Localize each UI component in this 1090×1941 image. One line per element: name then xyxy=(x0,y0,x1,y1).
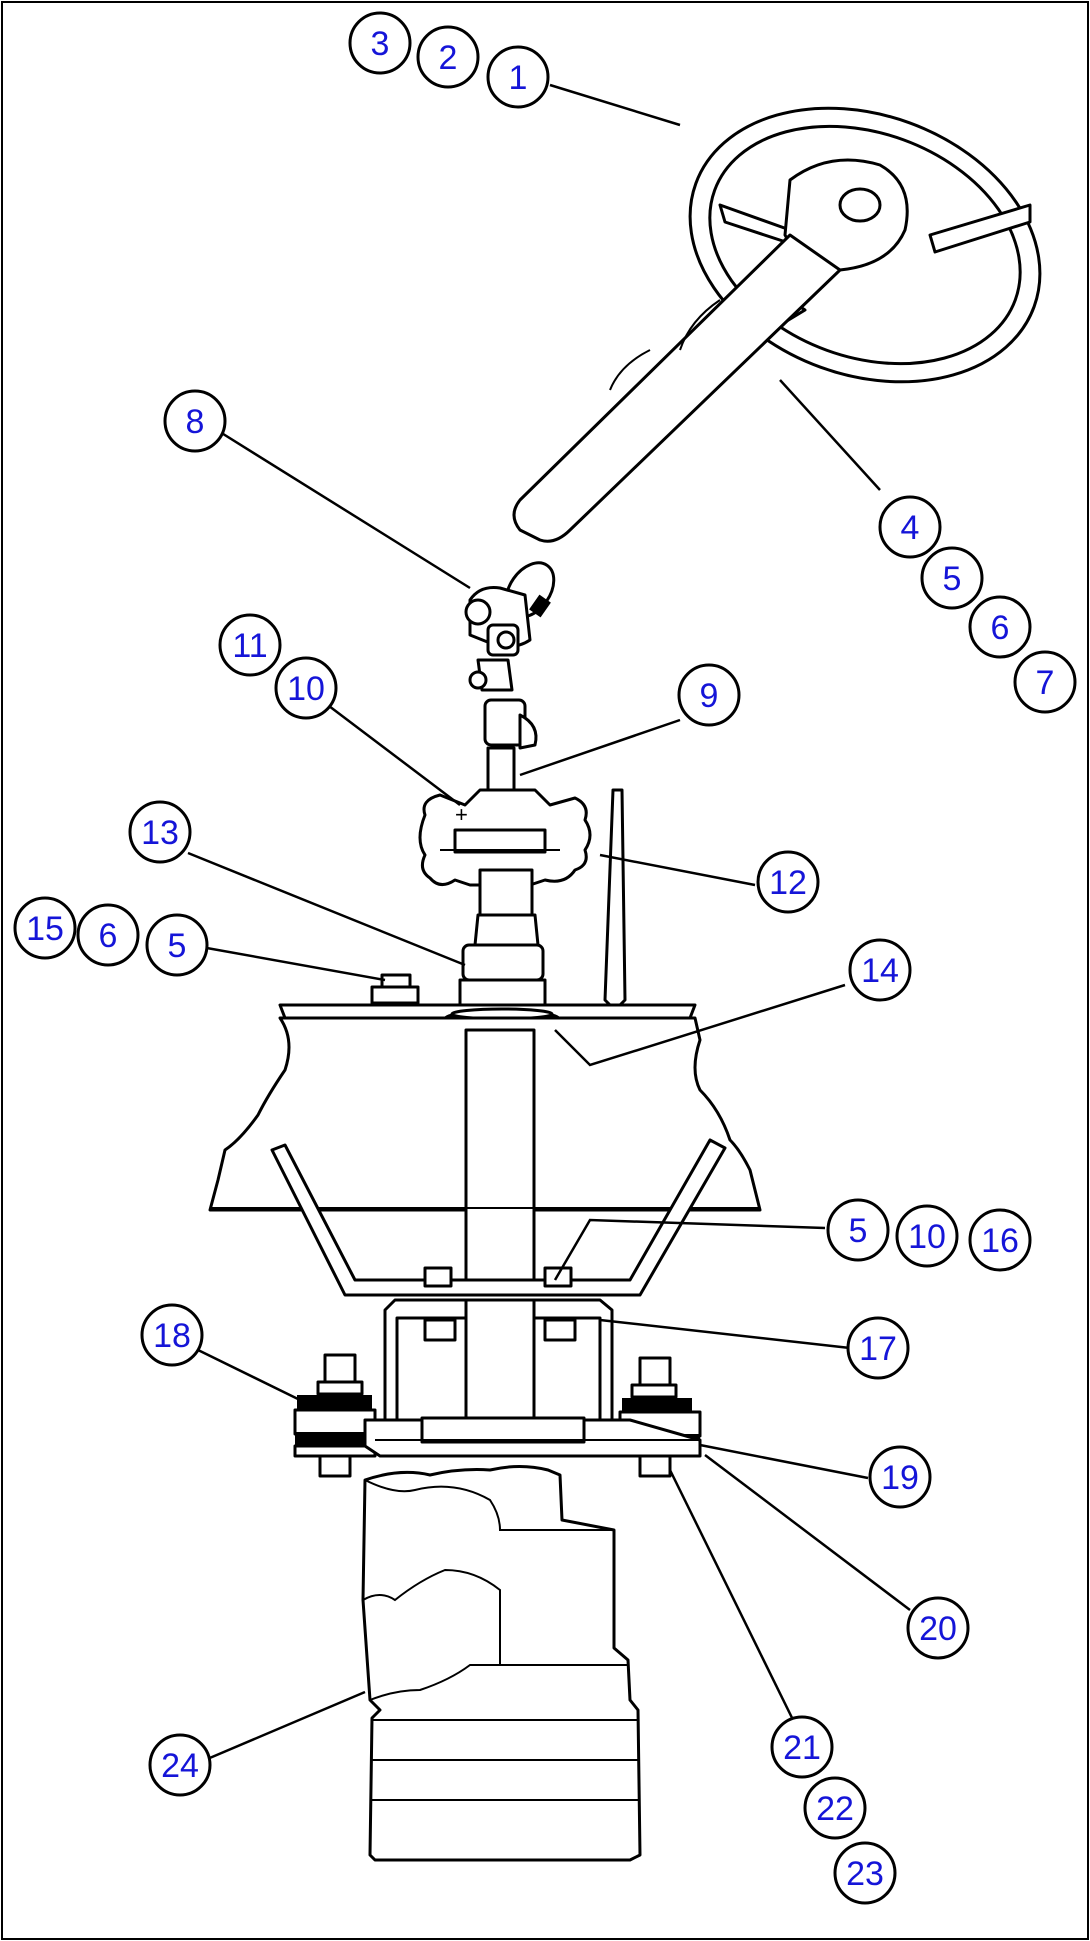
left-isolator xyxy=(293,1353,377,1478)
callout-label: 17 xyxy=(859,1330,897,1368)
callout-21: 21 xyxy=(770,1715,834,1779)
callout-label: 8 xyxy=(186,403,205,441)
callout-5: 5 xyxy=(145,913,209,977)
callout-6: 6 xyxy=(76,903,140,967)
v-bracket xyxy=(270,1138,727,1297)
callout-3: 3 xyxy=(348,11,412,75)
callout-10: 10 xyxy=(895,1204,959,1268)
callout-label: 9 xyxy=(700,677,719,715)
callout-17: 17 xyxy=(846,1316,910,1380)
callout-22: 22 xyxy=(803,1776,867,1840)
callout-label: 21 xyxy=(783,1729,821,1767)
callout-14: 14 xyxy=(848,938,912,1002)
callout-20: 20 xyxy=(906,1596,970,1660)
callout-4: 4 xyxy=(878,495,942,559)
callout-5: 5 xyxy=(826,1198,890,1262)
callout-label: 16 xyxy=(981,1222,1019,1260)
callout-label: 7 xyxy=(1036,664,1055,702)
callout-13: 13 xyxy=(128,800,192,864)
callout-label: 6 xyxy=(99,917,118,955)
callout-label: 22 xyxy=(816,1790,854,1828)
callout-label: 18 xyxy=(153,1317,191,1355)
control-valve: + xyxy=(418,788,592,887)
valve-lower-body xyxy=(458,868,547,1007)
callout-8: 8 xyxy=(163,389,227,453)
base-plate xyxy=(363,1416,702,1458)
callout-label: 2 xyxy=(439,39,458,77)
callout-label: 19 xyxy=(881,1459,919,1497)
universal-joint xyxy=(464,586,538,750)
callout-23: 23 xyxy=(833,1841,897,1905)
callout-label: 14 xyxy=(861,952,899,990)
mount-bolt xyxy=(370,973,420,1005)
callout-12: 12 xyxy=(756,850,820,914)
callout-label: 5 xyxy=(849,1212,868,1250)
callout-15: 15 xyxy=(13,896,77,960)
callout-label: 23 xyxy=(846,1855,884,1893)
callout-1: 1 xyxy=(486,45,550,109)
callout-label: 10 xyxy=(908,1218,946,1256)
callout-18: 18 xyxy=(140,1303,204,1367)
callout-10: 10 xyxy=(274,656,338,720)
right-isolator xyxy=(618,1356,702,1478)
callout-16: 16 xyxy=(968,1208,1032,1272)
callout-label: 3 xyxy=(371,25,390,63)
steering-unit xyxy=(361,1465,642,1862)
callout-7: 7 xyxy=(1013,650,1077,714)
callout-2: 2 xyxy=(416,25,480,89)
callout-24: 24 xyxy=(148,1733,212,1797)
callout-label: 5 xyxy=(168,927,187,965)
lower-mount-bracket xyxy=(383,1298,614,1422)
callout-label: 4 xyxy=(901,509,920,547)
svg-text:+: + xyxy=(455,802,468,827)
callout-label: 6 xyxy=(991,609,1010,647)
callout-label: 20 xyxy=(919,1610,957,1648)
callout-9: 9 xyxy=(677,663,741,727)
bracket xyxy=(603,788,627,1012)
callout-label: 15 xyxy=(26,910,64,948)
callout-label: 10 xyxy=(287,670,325,708)
callout-label: 13 xyxy=(141,814,179,852)
callout-19: 19 xyxy=(868,1445,932,1509)
callout-label: 11 xyxy=(232,627,267,665)
housing-cutaway xyxy=(208,1016,762,1282)
callout-label: 1 xyxy=(509,59,528,97)
callout-11: 11 xyxy=(218,613,282,677)
leader-lines xyxy=(187,83,911,1762)
callout-label: 24 xyxy=(161,1747,199,1785)
callout-label: 12 xyxy=(769,864,807,902)
callout-label: 5 xyxy=(943,560,962,598)
callout-6: 6 xyxy=(968,595,1032,659)
steering-column xyxy=(504,233,842,619)
callout-5: 5 xyxy=(920,546,984,610)
